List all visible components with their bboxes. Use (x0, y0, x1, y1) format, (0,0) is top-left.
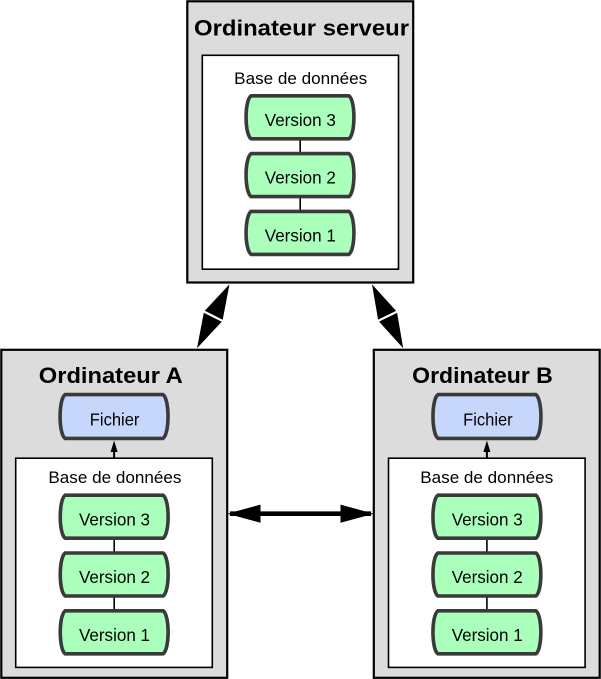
svg-text:Fichier: Fichier (90, 410, 140, 430)
svg-text:Version 1: Version 1 (265, 226, 336, 246)
svg-text:Ordinateur A: Ordinateur A (39, 363, 183, 388)
svg-text:Version 2: Version 2 (79, 567, 150, 587)
svg-text:Ordinateur serveur: Ordinateur serveur (194, 15, 409, 40)
svg-text:Base de données: Base de données (420, 469, 553, 487)
svg-text:Version 2: Version 2 (265, 168, 336, 188)
svg-text:Version 1: Version 1 (79, 625, 150, 645)
svg-text:Version 3: Version 3 (79, 509, 150, 529)
svg-text:Version 3: Version 3 (265, 110, 336, 130)
svg-text:Base de données: Base de données (234, 70, 367, 88)
svg-text:Ordinateur B: Ordinateur B (412, 363, 553, 388)
svg-text:Version 3: Version 3 (452, 509, 523, 529)
svg-text:Fichier: Fichier (463, 410, 513, 430)
svg-text:Version 2: Version 2 (452, 567, 523, 587)
svg-text:Version 1: Version 1 (452, 625, 523, 645)
svg-text:Base de données: Base de données (48, 469, 181, 487)
